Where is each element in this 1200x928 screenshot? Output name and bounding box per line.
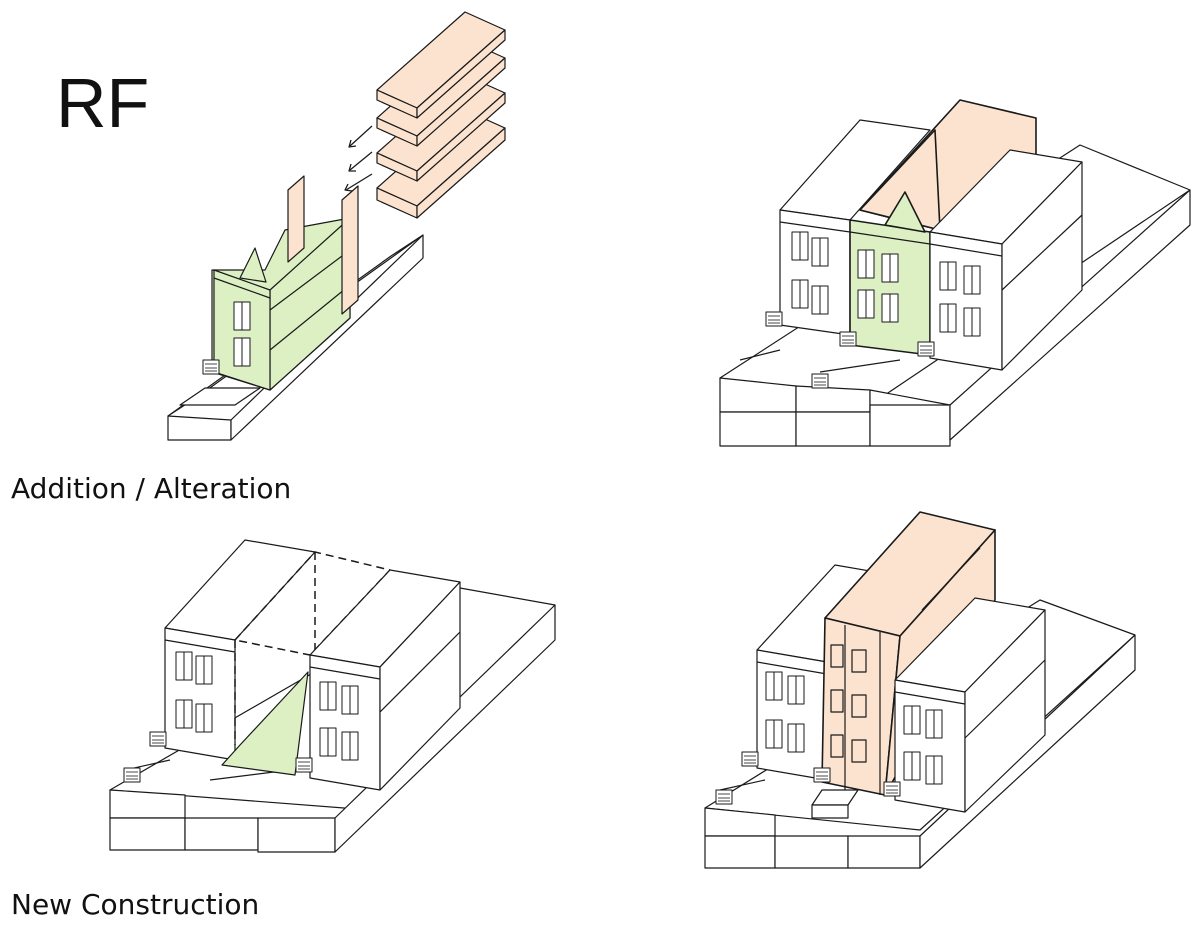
stoop-icon (715, 789, 733, 805)
stoop-icon (811, 373, 829, 389)
addition-exploded-diagram (167, 11, 506, 441)
new-construction-caption: New Construction (11, 888, 260, 921)
district-code-label: RF (56, 64, 150, 142)
existing-lot-highlight (221, 671, 309, 776)
stoop-icon (295, 757, 313, 773)
window-icon (830, 644, 867, 763)
stoop-icon (149, 731, 167, 747)
stoop-icon (883, 781, 901, 797)
stoop-icon (917, 341, 935, 357)
addition-result-diagram (719, 99, 1191, 447)
existing-rowhouse-highlight (202, 217, 351, 391)
stoop-icon (839, 331, 857, 347)
new-construction-result-diagram (704, 511, 1136, 869)
addition-floor-plates (376, 11, 506, 219)
existing-rowhouse-highlight (839, 191, 931, 356)
stoop-icon (202, 359, 220, 375)
vacant-lot-diagram (109, 539, 556, 853)
arrow-icon (344, 125, 373, 192)
stoop-icon (741, 751, 759, 767)
stoop-icon (765, 311, 783, 327)
stoop-icon (123, 767, 141, 783)
addition-alteration-caption: Addition / Alteration (11, 472, 292, 505)
stoop-icon (813, 767, 831, 783)
